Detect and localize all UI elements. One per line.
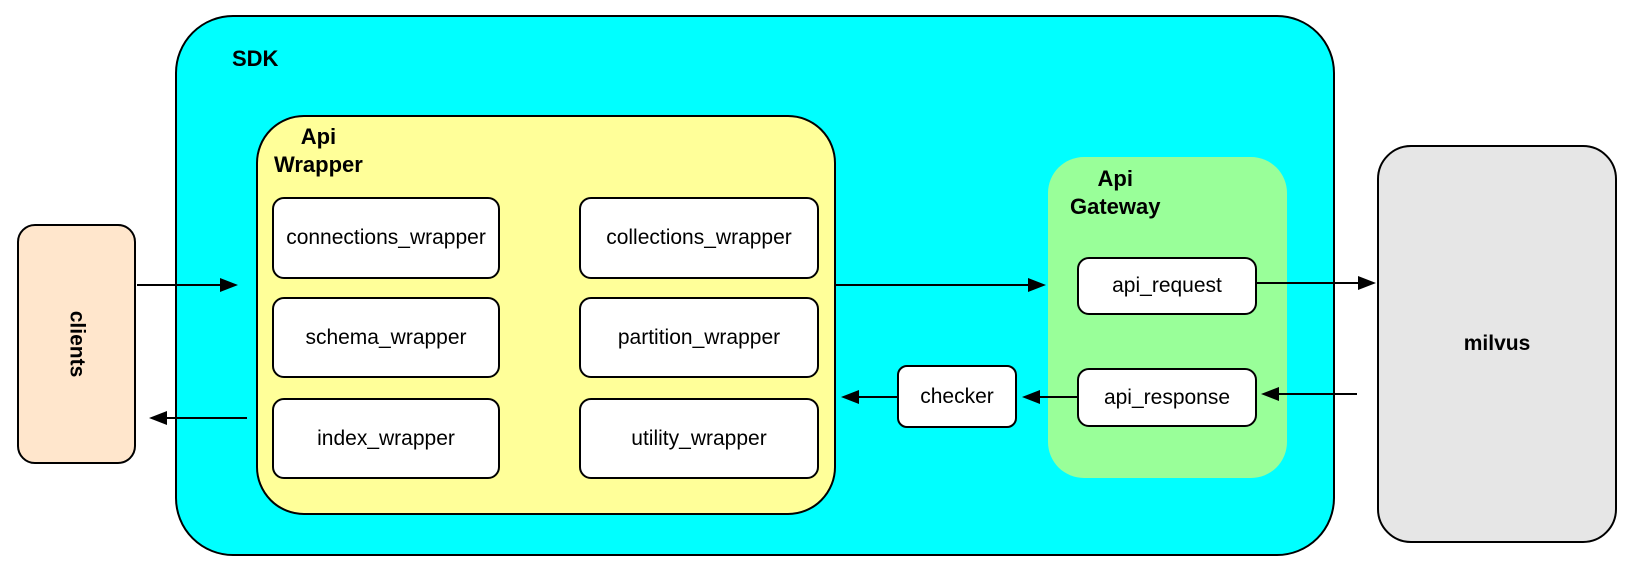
api-wrapper-label-line1: Api: [300, 124, 337, 149]
api-wrapper-label-line2: Wrapper: [274, 152, 363, 177]
api-wrapper-container: Api Wrapper connections_wrapper collecti…: [256, 115, 836, 515]
api-wrapper-label: Api Wrapper: [274, 123, 363, 179]
checker-node: checker: [897, 365, 1017, 428]
clients-node: clients: [17, 224, 136, 464]
milvus-label: milvus: [1463, 332, 1531, 355]
api-response-node: api_response: [1077, 368, 1257, 427]
utility-wrapper-label: utility_wrapper: [631, 426, 767, 450]
connections-wrapper-label: connections_wrapper: [286, 226, 486, 249]
milvus-node: milvus: [1377, 145, 1617, 543]
connections-wrapper-node: connections_wrapper: [272, 197, 500, 279]
index-wrapper-label: index_wrapper: [317, 426, 455, 450]
schema-wrapper-label: schema_wrapper: [305, 325, 467, 349]
partition-wrapper-node: partition_wrapper: [579, 297, 819, 378]
api-gateway-label: Api Gateway: [1070, 165, 1161, 221]
collections-wrapper-label: collections_wrapper: [606, 226, 792, 249]
index-wrapper-node: index_wrapper: [272, 398, 500, 479]
schema-wrapper-node: schema_wrapper: [272, 297, 500, 378]
sdk-label: SDK: [232, 46, 279, 71]
api-gateway-label-line2: Gateway: [1070, 194, 1161, 219]
api-request-label: api_request: [1112, 274, 1222, 297]
api-gateway-label-line1: Api: [1097, 166, 1133, 191]
api-response-label: api_response: [1103, 385, 1231, 409]
partition-wrapper-label: partition_wrapper: [617, 325, 781, 349]
checker-label: checker: [920, 384, 994, 408]
utility-wrapper-node: utility_wrapper: [579, 398, 819, 479]
api-request-node: api_request: [1077, 257, 1257, 315]
clients-label: clients: [65, 310, 89, 378]
collections-wrapper-node: collections_wrapper: [579, 197, 819, 279]
api-gateway-container: Api Gateway api_request api_response: [1048, 157, 1287, 478]
